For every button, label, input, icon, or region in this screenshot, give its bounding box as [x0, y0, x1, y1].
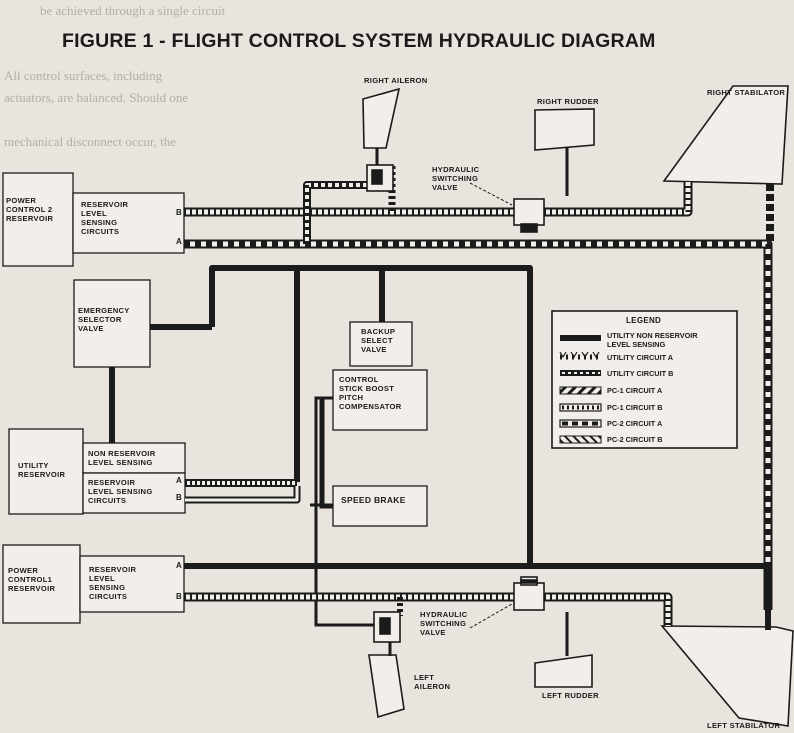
utility-sensing-label: RESERVOIR LEVEL SENSING CIRCUITS: [88, 478, 153, 505]
pc1-port-a: A: [176, 561, 182, 570]
right-rudder-label: RIGHT RUDDER: [537, 97, 599, 106]
bleed-through-text: mechanical disconnect occur, the: [4, 134, 177, 149]
non-reservoir-sensing-box: [82, 442, 186, 474]
left-aileron-shape: [368, 654, 405, 719]
emergency-selector-box: [73, 279, 151, 368]
pc2-sensing-label: RESERVOIR LEVEL SENSING CIRCUITS: [81, 200, 129, 236]
pc1-port-b: B: [176, 592, 182, 601]
left-rudder-shape: [534, 654, 593, 688]
right-rudder-shape: [534, 108, 595, 151]
pc1-sensing-label: RESERVOIR LEVEL SENSING CIRCUITS: [89, 565, 137, 601]
pc1-reservoir-label: POWER CONTROL1 RESERVOIR: [8, 566, 56, 593]
lower-switching-valve-body: [513, 582, 545, 611]
backup-select-valve-box: [349, 321, 413, 367]
legend-item: UTILITY NON RESERVOIR LEVEL SENSING: [607, 331, 698, 349]
utility-port-a: A: [176, 476, 182, 485]
upper-switching-valve-label: HYDRAULIC SWITCHING VALVE: [432, 165, 480, 192]
pc1-sensing-box: [79, 555, 185, 613]
pc2-port-a: A: [176, 237, 182, 246]
right-aileron-label: RIGHT AILERON: [364, 76, 428, 85]
left-aileron-actuator: [373, 611, 401, 643]
utility-sensing-box: [82, 472, 186, 514]
upper-switching-valve-body: [513, 198, 545, 226]
utility-port-b: B: [176, 493, 182, 502]
figure-title: FIGURE 1 - FLIGHT CONTROL SYSTEM HYDRAUL…: [62, 30, 656, 52]
legend-item: PC-1 CIRCUIT B: [607, 403, 663, 412]
left-stabilator-label: LEFT STABILATOR: [707, 721, 781, 730]
legend-item: PC-2 CIRCUIT A: [607, 419, 663, 428]
speed-brake-label: SPEED BRAKE: [341, 495, 406, 505]
non-reservoir-sensing-label: NON RESERVOIR LEVEL SENSING: [88, 449, 156, 467]
legend-title: LEGEND: [626, 316, 662, 325]
utility-reservoir-box: [8, 428, 84, 515]
right-stabilator-shape: [662, 85, 789, 185]
emergency-selector-label: EMERGENCY SELECTOR VALVE: [78, 306, 130, 333]
speed-brake-box: [332, 485, 428, 527]
legend-item: PC-2 CIRCUIT B: [607, 435, 663, 444]
legend-item: UTILITY CIRCUIT A: [607, 353, 674, 362]
bleed-through-text: actuators, are balanced. Should one: [4, 90, 189, 105]
lower-switching-valve-label: HYDRAULIC SWITCHING VALVE: [420, 610, 468, 637]
left-rudder-label: LEFT RUDDER: [542, 691, 599, 700]
pc2-reservoir-label: POWER CONTROL 2 RESERVOIR: [6, 196, 54, 223]
utility-reservoir-label: UTILITY RESERVOIR: [18, 461, 66, 479]
bleed-through-text: be achieved through a single circuit: [40, 3, 226, 18]
right-stabilator-label: RIGHT STABILATOR: [707, 88, 786, 97]
pc2-port-b: B: [176, 208, 182, 217]
stick-boost-label: CONTROL STICK BOOST PITCH COMPENSATOR: [339, 375, 402, 411]
left-aileron-label: LEFT AILERON: [414, 673, 451, 691]
legend-item: UTILITY CIRCUIT B: [607, 369, 674, 378]
left-stabilator-shape: [660, 625, 794, 727]
legend-swatches: [559, 335, 602, 444]
right-aileron-shape: [362, 87, 401, 149]
pc2-sensing-box: [72, 192, 185, 254]
bleed-through-text: All control surfaces, including: [4, 68, 163, 83]
backup-select-valve-label: BACKUP SELECT VALVE: [361, 327, 396, 354]
legend-item: PC-1 CIRCUIT A: [607, 386, 663, 395]
stick-boost-box: [332, 369, 428, 431]
